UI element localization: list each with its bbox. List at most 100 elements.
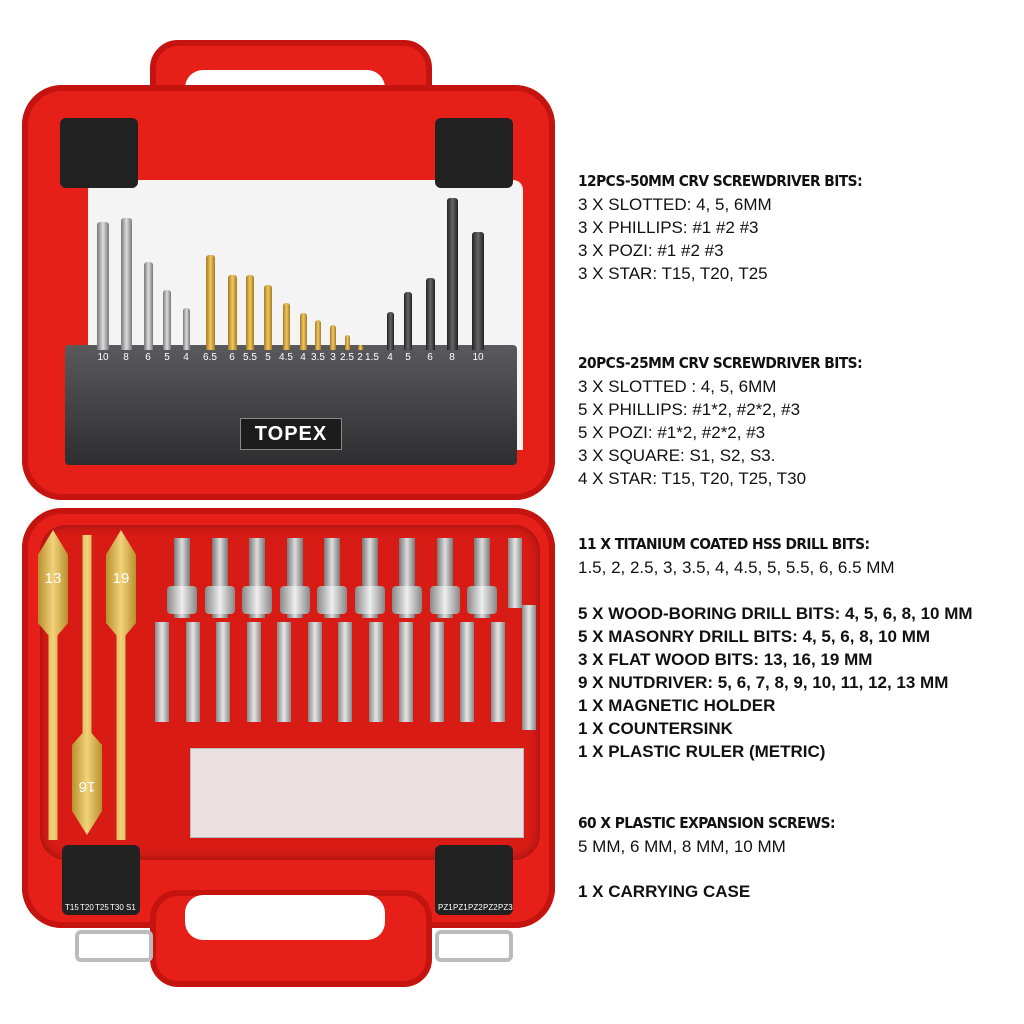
drill-size-label: 5 (265, 352, 271, 363)
spec-line: 3 X FLAT WOOD BITS: 13, 16, 19 MM (578, 650, 873, 669)
nutdriver (467, 538, 497, 618)
spec-line: 3 X PHILLIPS: #1 #2 #3 (578, 218, 759, 237)
spec-block-accessories: 5 X WOOD-BORING DRILL BITS: 4, 5, 6, 8, … (578, 602, 973, 763)
drill-size-label: 6.5 (203, 352, 217, 363)
drill-size-label: 6 (427, 352, 433, 363)
drill-size-label: 8 (123, 352, 129, 363)
screwdriver-bit (368, 622, 383, 722)
plastic-ruler (190, 748, 524, 838)
drill-size-label: 4.5 (279, 352, 293, 363)
drill-bit (282, 303, 290, 350)
spec-line: 1 X COUNTERSINK (578, 719, 733, 738)
screwdriver-bit (216, 622, 230, 722)
screwdriver-bit (460, 622, 474, 722)
drill-bit (299, 313, 307, 350)
nutdriver (317, 538, 347, 618)
spec-block-20pcs-bits: 20PCS-25MM CRV SCREWDRIVER BITS: 3 X SLO… (578, 352, 887, 490)
magnetic-holder (522, 605, 536, 730)
spec-block-12pcs-bits: 12PCS-50MM CRV SCREWDRIVER BITS: 3 X SLO… (578, 170, 887, 285)
drill-size-label: 2.5 (340, 352, 354, 363)
latch-left[interactable] (75, 930, 153, 962)
latch-right[interactable] (435, 930, 513, 962)
screwdriver-bit (429, 622, 444, 722)
screwdriver-bit (338, 622, 352, 722)
spec-line: 5 X MASONRY DRILL BITS: 4, 5, 6, 8, 10 M… (578, 627, 931, 646)
screwdriver-bit (399, 622, 413, 722)
drill-size-label: 6 (145, 352, 151, 363)
drill-bit (246, 275, 254, 350)
clip-label: T20 (80, 903, 94, 912)
drill-bit (357, 345, 363, 350)
drill-bit (330, 325, 336, 350)
spec-line: 5 X WOOD-BORING DRILL BITS: 4, 5, 6, 8, … (578, 604, 973, 623)
spec-line: 3 X SLOTTED: 4, 5, 6MM (578, 195, 772, 214)
spec-line: 5 X PHILLIPS: #1*2, #2*2, #3 (578, 400, 801, 419)
screwdriver-bit (155, 622, 169, 722)
drill-bit (264, 285, 272, 350)
countersink (508, 538, 522, 608)
nutdriver (204, 538, 235, 618)
drill-bit (315, 320, 321, 350)
screwdriver-bit (307, 622, 322, 722)
spec-line: 3 X SLOTTED : 4, 5, 6MM (578, 377, 777, 396)
bottom-handle-hole (185, 895, 385, 940)
drill-size-label: 4 (300, 352, 306, 363)
spec-heading: 12PCS-50MM CRV SCREWDRIVER BITS: (578, 172, 863, 190)
drill-size-label: 5 (405, 352, 411, 363)
drill-size-label: 1.5 (365, 352, 379, 363)
nutdriver (279, 538, 310, 618)
clip-label: PZ2 (483, 903, 498, 912)
clip-label: PZ3 (498, 903, 513, 912)
drill-size-label: 4 (183, 352, 189, 363)
spec-block-titanium-drills: 11 X TITANIUM COATED HSS DRILL BITS: 1.5… (578, 533, 895, 579)
drill-size-label: 10 (472, 352, 484, 363)
drill-bit (120, 218, 132, 350)
drill-bit (472, 232, 484, 350)
bit-clip-top-right (435, 118, 513, 188)
spec-line: 4 X STAR: T15, T20, T25, T30 (578, 469, 807, 488)
nutdriver (242, 538, 272, 618)
spec-heading: 20PCS-25MM CRV SCREWDRIVER BITS: (578, 354, 863, 372)
spec-line: 9 X NUTDRIVER: 5, 6, 7, 8, 9, 10, 11, 12… (578, 673, 949, 692)
drill-bit (386, 312, 394, 350)
spade-label: 13 (44, 570, 62, 587)
bit-clip-bottom-left: T15 T20 T25 T30 S1 (62, 845, 140, 915)
drill-size-label: 3.5 (311, 352, 325, 363)
nutdriver (167, 538, 197, 618)
clip-label: T30 (110, 903, 124, 912)
drill-bit (446, 198, 458, 350)
drill-size-label: 2 (357, 352, 363, 363)
spec-line: 1 X MAGNETIC HOLDER (578, 696, 776, 715)
spec-heading: 60 X PLASTIC EXPANSION SCREWS: (578, 814, 836, 832)
spec-block-case: 1 X CARRYING CASE (578, 880, 750, 903)
spec-heading: 11 X TITANIUM COATED HSS DRILL BITS: (578, 535, 870, 553)
drill-bit (205, 255, 215, 350)
drill-size-label: 10 (97, 352, 109, 363)
clip-label: PZ1 (438, 903, 453, 912)
spec-line: 5 MM, 6 MM, 8 MM, 10 MM (578, 837, 786, 856)
drill-bit (425, 278, 435, 350)
bit-clip-bottom-right: PZ1 PZ1 PZ2 PZ2 PZ3 (435, 845, 513, 915)
spade-label: 16 (78, 778, 96, 795)
drill-size-label: 3 (330, 352, 336, 363)
drill-bit (97, 222, 109, 350)
spec-line: 5 X POZI: #1*2, #2*2, #3 (578, 423, 766, 442)
drill-bit (182, 308, 190, 350)
drill-bit (404, 292, 412, 350)
clip-label: S1 (126, 903, 136, 912)
spec-line: 3 X POZI: #1 #2 #3 (578, 241, 724, 260)
spec-line: 3 X STAR: T15, T20, T25 (578, 264, 768, 283)
drill-size-label: 8 (449, 352, 455, 363)
clip-label: T15 (65, 903, 79, 912)
spade-label: 19 (112, 570, 130, 587)
screwdriver-bit (185, 622, 200, 722)
spec-line: 1 X CARRYING CASE (578, 882, 751, 901)
spec-block-expansion-screws: 60 X PLASTIC EXPANSION SCREWS: 5 MM, 6 M… (578, 812, 857, 858)
spec-line: 1.5, 2, 2.5, 3, 3.5, 4, 4.5, 5, 5.5, 6, … (578, 558, 895, 577)
screwdriver-bit (490, 622, 505, 722)
bit-clip-top-left (60, 118, 138, 188)
drill-bit (163, 290, 171, 350)
spec-line: 1 X PLASTIC RULER (METRIC) (578, 742, 826, 761)
nutdriver (392, 538, 422, 618)
topex-logo: TOPEX (240, 418, 342, 450)
